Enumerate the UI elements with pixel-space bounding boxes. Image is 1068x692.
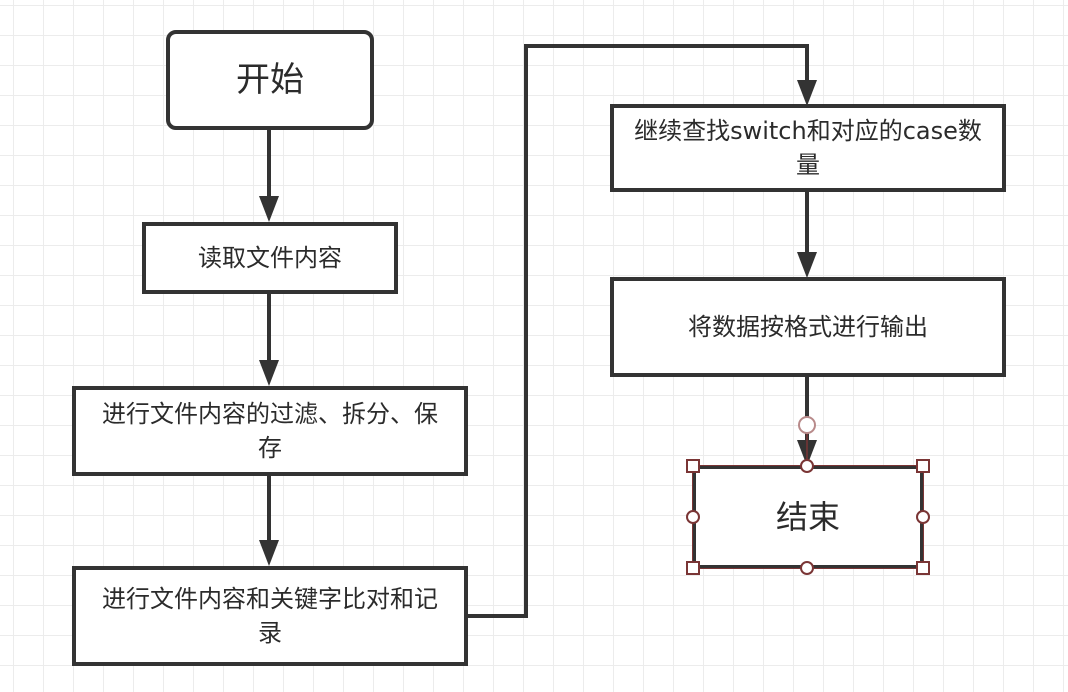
resize-handle-left[interactable] — [686, 510, 700, 524]
edge-endpoint-handle[interactable] — [798, 416, 816, 434]
edge-compare-to-switch[interactable] — [466, 44, 817, 618]
resize-handle-top-left[interactable] — [686, 459, 700, 473]
edge-read-to-filter[interactable] — [259, 292, 279, 386]
resize-handle-bottom[interactable] — [800, 561, 814, 575]
node-output-data-label: 将数据按格式进行输出 — [688, 313, 928, 341]
edge-switch-to-output[interactable] — [797, 190, 817, 278]
resize-handle-right[interactable] — [916, 510, 930, 524]
node-find-switch-case-label: 继续查找switch和对应的case数量 — [634, 117, 982, 179]
resize-handle-bottom-right[interactable] — [916, 561, 930, 575]
node-read-file[interactable]: 读取文件内容 — [142, 222, 398, 294]
resize-handle-top-right[interactable] — [916, 459, 930, 473]
node-end[interactable]: 结束 — [692, 465, 924, 569]
node-filter-split-save-label: 进行文件内容的过滤、拆分、保存 — [102, 400, 438, 462]
node-compare-keywords-label: 进行文件内容和关键字比对和记录 — [102, 585, 438, 647]
node-find-switch-case[interactable]: 继续查找switch和对应的case数量 — [610, 104, 1006, 192]
edge-filter-to-compare[interactable] — [259, 474, 279, 566]
node-output-data[interactable]: 将数据按格式进行输出 — [610, 277, 1006, 377]
node-read-file-label: 读取文件内容 — [198, 244, 342, 272]
node-start-label: 开始 — [236, 60, 304, 100]
resize-handle-top[interactable] — [800, 459, 814, 473]
node-end-label: 结束 — [775, 498, 840, 536]
node-filter-split-save[interactable]: 进行文件内容的过滤、拆分、保存 — [72, 386, 468, 476]
resize-handle-bottom-left[interactable] — [686, 561, 700, 575]
node-compare-keywords[interactable]: 进行文件内容和关键字比对和记录 — [72, 566, 468, 666]
node-start[interactable]: 开始 — [166, 30, 374, 130]
edge-start-to-read[interactable] — [259, 128, 279, 222]
